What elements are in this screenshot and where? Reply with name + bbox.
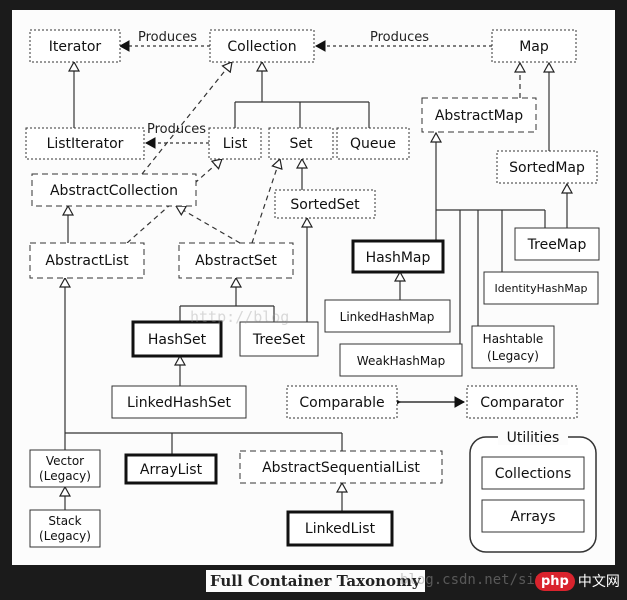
node-abstractmap: AbstractMap — [435, 108, 523, 124]
edge-label-produces-2: Produces — [370, 30, 429, 45]
node-collection-box — [209, 29, 315, 63]
node-identityhashmap-box — [483, 271, 599, 305]
utilities-group-box — [469, 436, 597, 553]
diagram-caption: Full Container Taxonomy — [206, 570, 425, 592]
node-abstractset: AbstractSet — [195, 253, 277, 269]
node-abstractsequentiallist-box — [239, 450, 443, 484]
node-arrays-box — [481, 499, 585, 533]
node-abstractlist-box — [29, 242, 145, 279]
node-identityhashmap: IdentityHashMap — [494, 282, 587, 295]
node-linkedhashmap-box — [324, 299, 451, 333]
node-abstractset-box — [178, 242, 294, 279]
node-arraylist: ArrayList — [140, 462, 203, 478]
node-linkedhashset-box — [111, 385, 247, 419]
logo-mark: php — [535, 571, 575, 591]
node-linkedlist-box — [286, 510, 394, 547]
node-map: Map — [519, 39, 549, 55]
node-comparator: Comparator — [480, 395, 564, 411]
node-treeset-box — [239, 321, 319, 357]
node-collection: Collection — [227, 39, 296, 55]
node-sortedmap: SortedMap — [509, 160, 585, 176]
node-linkedhashset: LinkedHashSet — [127, 395, 231, 411]
node-abstractlist: AbstractList — [45, 253, 129, 269]
node-abstractcollection-box — [31, 173, 197, 207]
edge-label-produces-1: Produces — [138, 30, 197, 45]
node-set: Set — [290, 136, 314, 152]
watermark-blog: http://blog — [190, 308, 290, 326]
edge-label-produces-3: Produces — [147, 122, 206, 137]
node-listiterator-box — [25, 127, 145, 160]
node-comparable-box — [286, 385, 398, 419]
node-abstractsequentiallist: AbstractSequentialList — [262, 460, 420, 476]
node-set-box — [268, 127, 334, 160]
node-stack: Stack — [48, 514, 81, 528]
node-list: List — [223, 136, 248, 152]
node-hashmap: HashMap — [366, 250, 431, 266]
diagram-canvas: Produces Produces Produces — [12, 10, 615, 565]
node-sortedset-box — [274, 189, 376, 219]
connectors — [65, 40, 567, 512]
node-treemap-box — [514, 227, 600, 261]
node-abstractmap-box — [421, 97, 537, 133]
node-hashtable: Hashtable — [483, 332, 544, 346]
edge-absset-abscoll — [176, 206, 241, 244]
node-listiterator: ListIterator — [47, 136, 124, 152]
node-stack-legacy: (Legacy) — [39, 529, 91, 543]
node-treemap: TreeMap — [527, 237, 587, 253]
logo-text: 中文网 — [577, 574, 620, 590]
node-linkedlist: LinkedList — [305, 521, 376, 537]
node-arrays: Arrays — [510, 509, 555, 525]
node-treeset: TreeSet — [252, 332, 306, 348]
node-hashmap-box — [351, 239, 445, 274]
edge-absset-set — [251, 159, 280, 244]
node-collections-box — [481, 456, 585, 490]
node-vector-legacy: (Legacy) — [39, 469, 91, 483]
node-iterator-box — [29, 29, 121, 63]
node-queue: Queue — [350, 136, 396, 152]
node-comparator-box — [466, 385, 578, 419]
node-iterator: Iterator — [49, 39, 102, 55]
node-weakhashmap-box — [339, 343, 463, 377]
node-list-box — [208, 127, 262, 160]
node-collections: Collections — [495, 466, 572, 482]
node-comparable: Comparable — [299, 395, 384, 411]
node-queue-box — [336, 127, 410, 160]
node-abstractcollection: AbstractCollection — [50, 183, 178, 199]
node-linkedhashmap: LinkedHashMap — [340, 310, 435, 324]
edge-abscoll-collection — [141, 62, 232, 175]
node-map-box — [491, 29, 577, 63]
utilities-label: Utilities — [507, 430, 560, 446]
node-vector: Vector — [46, 454, 84, 468]
node-hashset-box — [131, 320, 223, 358]
node-sortedmap-box — [496, 150, 598, 184]
node-vector-box — [29, 449, 101, 488]
node-sortedset: SortedSet — [290, 197, 360, 213]
node-stack-box — [29, 509, 101, 548]
node-hashtable-legacy: (Legacy) — [487, 349, 539, 363]
watermark-footer: blog.csdn.net/sinat_ — [400, 572, 569, 588]
node-hashtable-box — [471, 325, 555, 369]
node-arraylist-box — [124, 453, 218, 485]
node-weakhashmap: WeakHashMap — [357, 354, 445, 368]
taxonomy-diagram: Produces Produces Produces — [25, 29, 600, 553]
node-hashset: HashSet — [148, 332, 207, 348]
site-logo: php 中文网 — [535, 568, 623, 594]
utilities-label-bg — [498, 429, 568, 445]
